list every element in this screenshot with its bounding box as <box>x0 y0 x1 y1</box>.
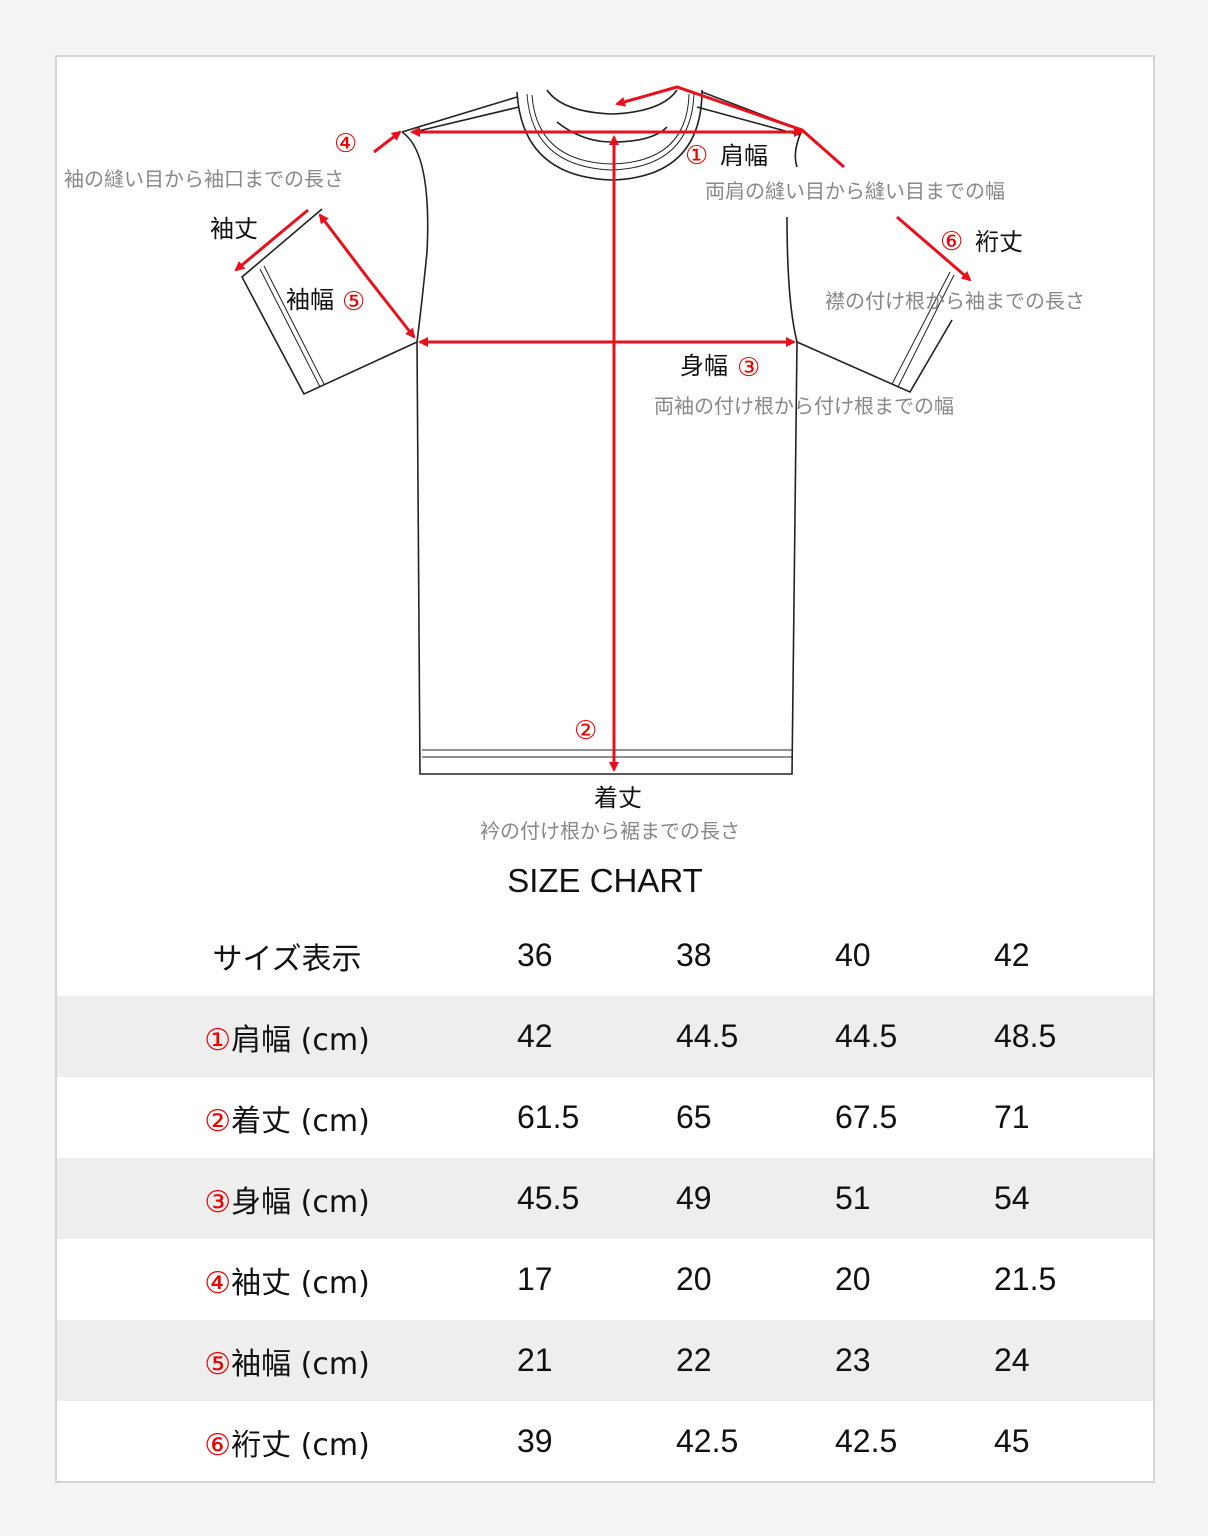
arrow-sleeve-length <box>234 208 309 272</box>
table-cell: 48.5 <box>994 1018 1057 1054</box>
row-number: ⑥ <box>204 1427 232 1463</box>
table-cell: 54 <box>994 1180 1030 1216</box>
label-6-name: 裄丈 <box>975 228 1023 256</box>
label-4-desc: 袖の縫い目から袖口までの長さ <box>64 167 344 191</box>
label-4-name: 袖丈 <box>210 215 258 243</box>
size-chart-title: SIZE CHART <box>507 862 703 899</box>
label-3-num: ③ <box>737 353 760 383</box>
table-cell: 20 <box>676 1261 712 1297</box>
table-cell: 44.5 <box>835 1018 898 1054</box>
label-1-desc: 両肩の縫い目から縫い目までの幅 <box>705 179 1005 203</box>
size-header: 38 <box>676 937 712 973</box>
row-name: 袖丈 (cm) <box>231 1265 370 1301</box>
label-6-desc: 襟の付け根から袖までの長さ <box>825 289 1085 313</box>
arrow-sleeve-width-up <box>318 213 369 278</box>
row-name: 着丈 (cm) <box>231 1103 370 1139</box>
size-header: 42 <box>994 937 1030 973</box>
table-cell: 24 <box>994 1342 1030 1378</box>
table-cell: 44.5 <box>676 1018 739 1054</box>
measurement-arrows <box>234 85 972 772</box>
table-cell: 42.5 <box>835 1423 898 1459</box>
arrow-sleeve-width-down <box>365 276 416 339</box>
label-3-desc: 両袖の付け根から付け根までの幅 <box>654 394 954 418</box>
label-6-num: ⑥ <box>940 227 963 257</box>
row-name: 裄丈 (cm) <box>231 1427 370 1463</box>
row-name: 肩幅 (cm) <box>231 1022 370 1058</box>
label-5-name: 袖幅 <box>286 286 334 314</box>
row-label: ⑥裄丈 (cm) <box>57 1401 517 1482</box>
table-cell: 61.5 <box>517 1099 580 1135</box>
label-1-num: ① <box>685 141 708 171</box>
row-label: ⑤袖幅 (cm) <box>57 1320 517 1401</box>
arrow-yuki-path <box>615 85 845 169</box>
size-header: 36 <box>517 937 553 973</box>
label-1-name: 肩幅 <box>720 142 768 170</box>
row-label: ①肩幅 (cm) <box>57 996 517 1077</box>
label-2-num: ② <box>574 716 597 746</box>
table-cell: 65 <box>676 1099 712 1135</box>
label-3-name: 身幅 <box>680 352 728 380</box>
table-cell: 22 <box>676 1342 712 1378</box>
row-number: ① <box>204 1022 232 1058</box>
table-cell: 20 <box>835 1261 871 1297</box>
row-label: ③身幅 (cm) <box>57 1158 517 1239</box>
size-header: 40 <box>835 937 871 973</box>
tshirt-diagram: ④ 袖の縫い目から袖口までの長さ 袖丈 袖幅 ⑤ ① 肩幅 両肩の縫い目から縫い… <box>64 85 1085 843</box>
table-cell: 51 <box>835 1180 871 1216</box>
table-cell: 21 <box>517 1342 553 1378</box>
label-5-num: ⑤ <box>342 287 365 317</box>
row-label: ④袖丈 (cm) <box>57 1239 517 1320</box>
row-number: ③ <box>204 1184 232 1220</box>
table-cell: 17 <box>517 1261 553 1297</box>
label-4-num: ④ <box>334 129 357 159</box>
row-name: 袖幅 (cm) <box>231 1346 370 1382</box>
table-header-row: サイズ表示 36 38 40 42 <box>57 915 1153 996</box>
row-label: ②着丈 (cm) <box>57 1077 517 1158</box>
row-number: ② <box>204 1103 232 1139</box>
table-cell: 45.5 <box>517 1180 580 1216</box>
table-cell: 67.5 <box>835 1099 898 1135</box>
header-label: サイズ表示 <box>212 941 362 977</box>
table-cell: 49 <box>676 1180 712 1216</box>
arrow-sleeve-length-top <box>373 130 402 154</box>
size-chart-panel: ④ 袖の縫い目から袖口までの長さ 袖丈 袖幅 ⑤ ① 肩幅 両肩の縫い目から縫い… <box>55 55 1155 1483</box>
label-2-name: 着丈 <box>594 784 642 812</box>
table-cell: 45 <box>994 1423 1030 1459</box>
arrow-yuki <box>896 215 972 282</box>
table-cell: 71 <box>994 1099 1030 1135</box>
table-cell: 21.5 <box>994 1261 1057 1297</box>
row-number: ④ <box>204 1265 232 1301</box>
table-cell: 42 <box>517 1018 553 1054</box>
table-cell: 23 <box>835 1342 871 1378</box>
table-cell: 39 <box>517 1423 553 1459</box>
table-cell: 42.5 <box>676 1423 739 1459</box>
row-name: 身幅 (cm) <box>231 1184 370 1220</box>
row-number: ⑤ <box>204 1346 232 1382</box>
label-2-desc: 衿の付け根から裾までの長さ <box>480 819 740 843</box>
